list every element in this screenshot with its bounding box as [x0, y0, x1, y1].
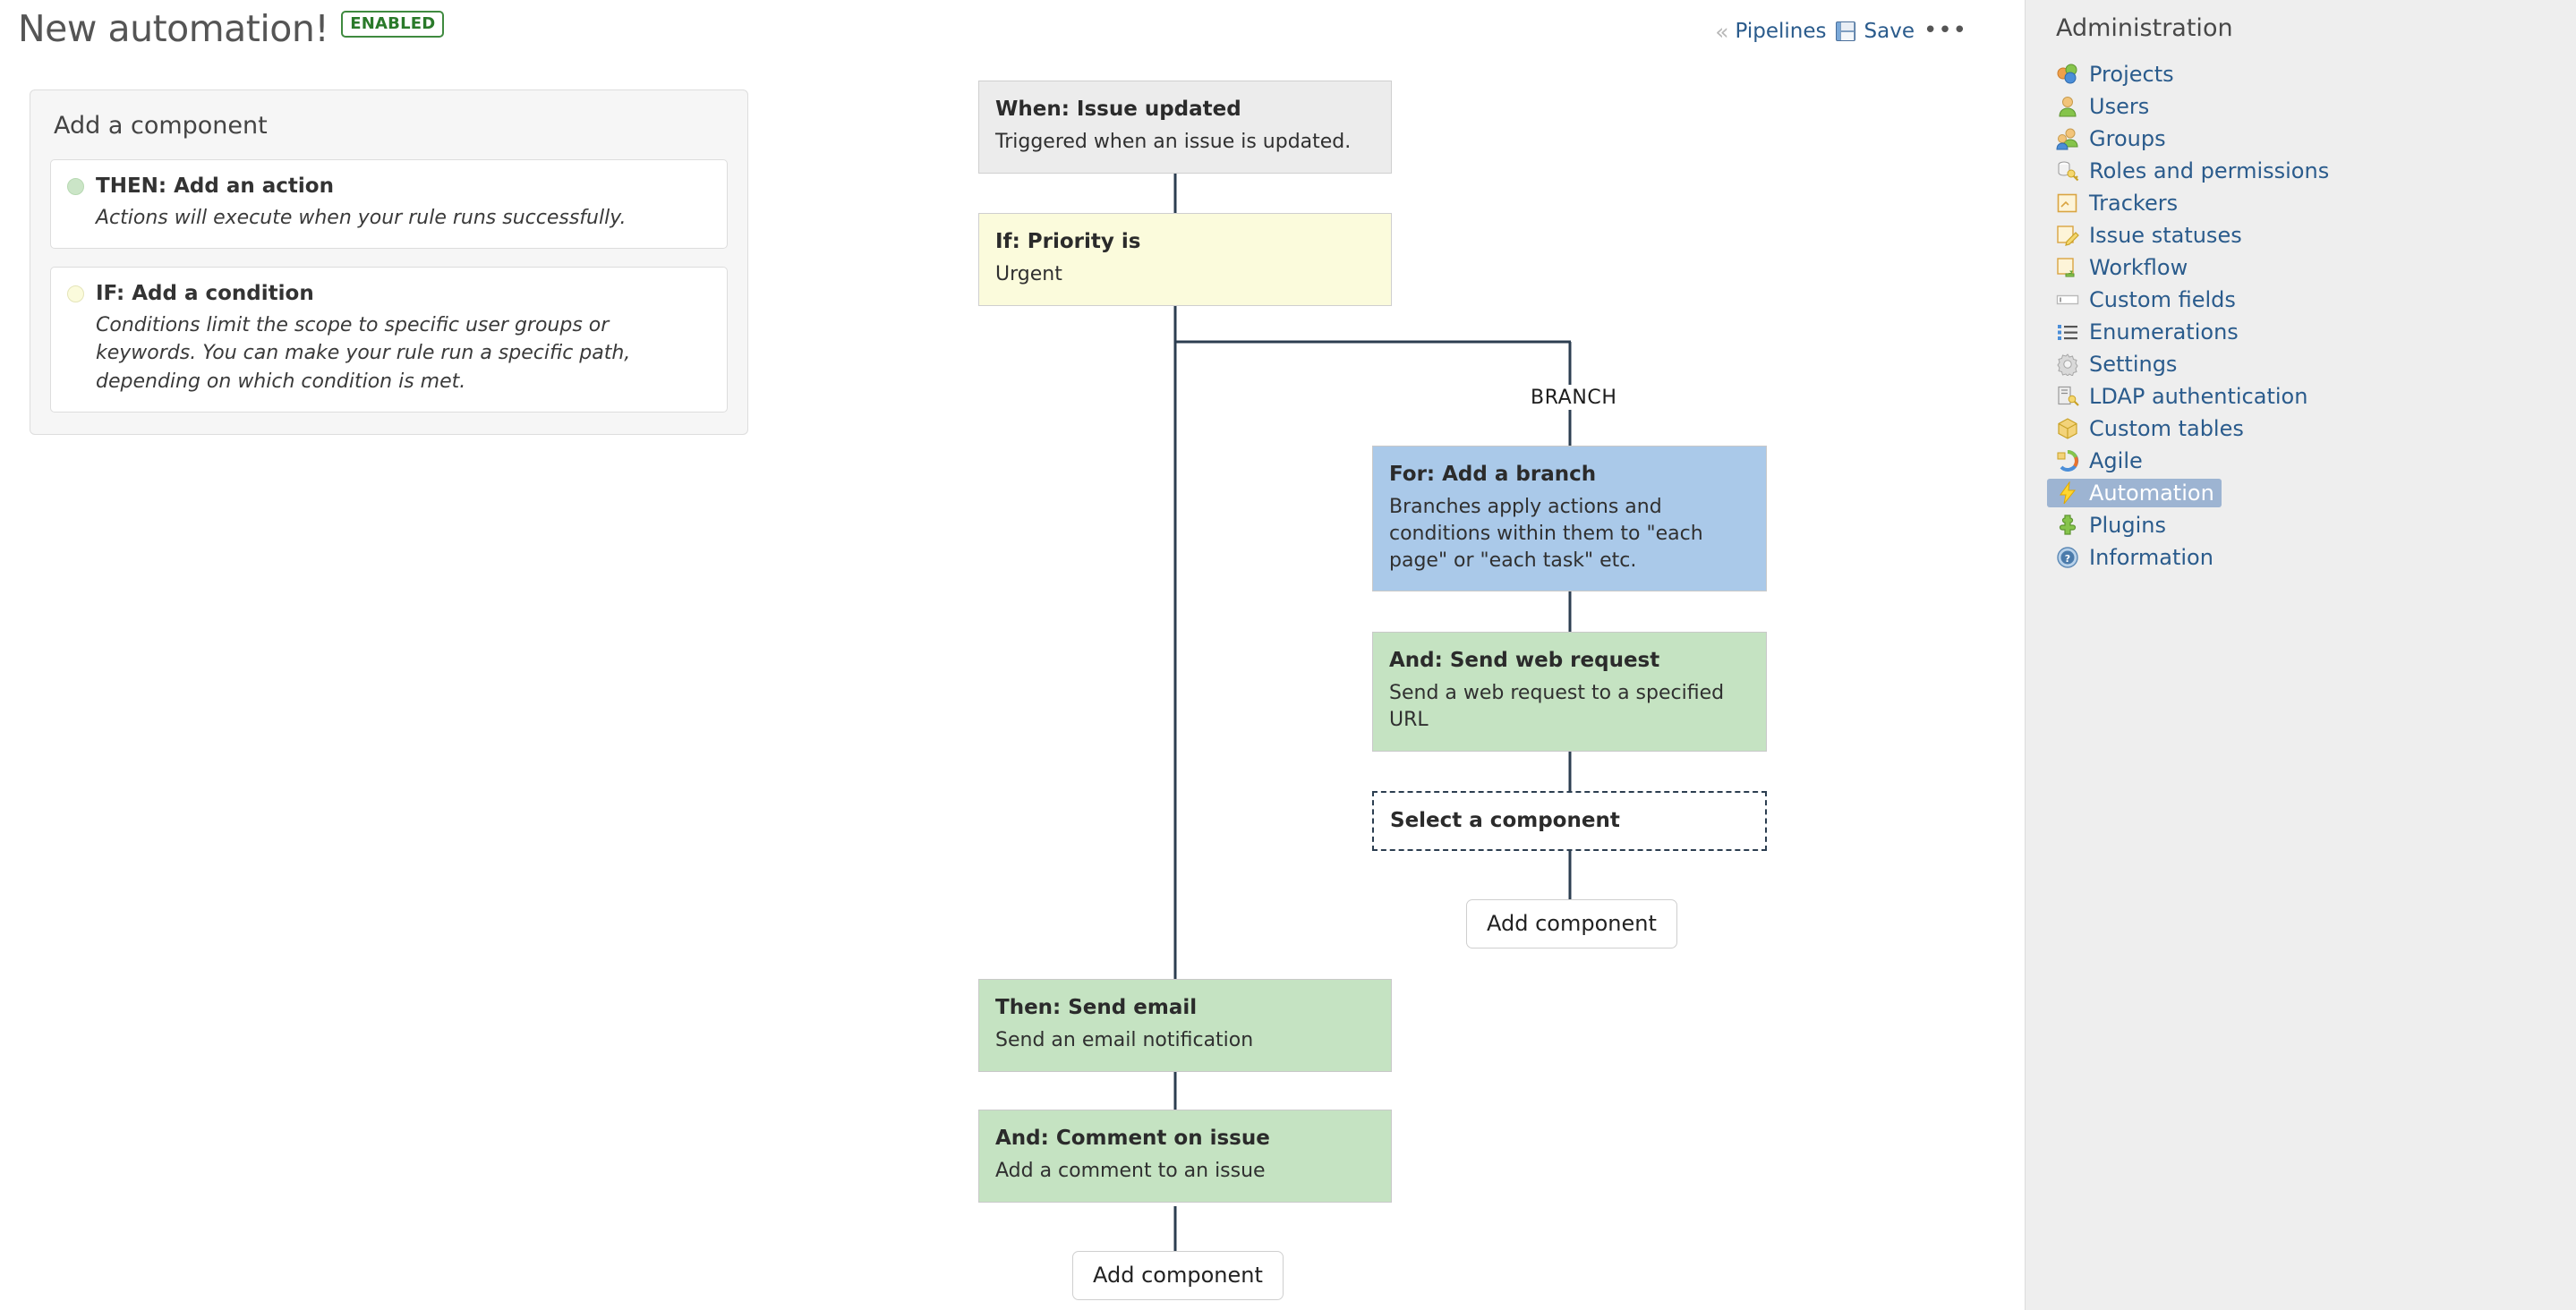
- sidebar-item-ldap-authentication[interactable]: LDAP authentication: [2047, 382, 2315, 411]
- info-icon: ?: [2056, 546, 2079, 569]
- sidebar-item-issue-statuses[interactable]: Issue statuses: [2047, 221, 2249, 250]
- projects-icon: [2056, 63, 2079, 86]
- sidebar-item-label: Users: [2089, 94, 2150, 119]
- sidebar-item-information[interactable]: ? Information: [2047, 543, 2221, 572]
- double-chevron-left-icon[interactable]: «: [1715, 18, 1728, 45]
- flow-node-condition[interactable]: If: Priority is Urgent: [978, 213, 1392, 306]
- sidebar-item-users[interactable]: Users: [2047, 92, 2156, 121]
- option-description: Conditions limit the scope to specific u…: [96, 314, 631, 393]
- key-icon: [2056, 159, 2079, 183]
- sidebar-item-custom-tables[interactable]: Custom tables: [2047, 414, 2251, 443]
- server-key-icon: [2056, 385, 2079, 408]
- flow-node-select-component-placeholder[interactable]: Select a component: [1372, 791, 1767, 851]
- flow-node-title: Then: Send email: [995, 996, 1198, 1019]
- flow-node-description: Branches apply actions and conditions wi…: [1389, 495, 1703, 572]
- sidebar-item-label: Roles and permissions: [2089, 158, 2330, 183]
- page-title: New automation! ENABLED: [18, 7, 445, 50]
- option-card-header: IF: Add a condition: [67, 282, 711, 305]
- option-card-add-condition[interactable]: IF: Add a condition Conditions limit the…: [50, 267, 728, 413]
- option-card-header: THEN: Add an action: [67, 174, 711, 198]
- groups-icon: [2056, 127, 2079, 150]
- flow-node-title: If: Priority is: [995, 230, 1141, 253]
- sidebar-item-enumerations[interactable]: Enumerations: [2047, 318, 2246, 346]
- top-toolbar: « Pipelines Save •••: [1715, 20, 1967, 43]
- status-badge: ENABLED: [341, 11, 445, 38]
- flow-connectors: [1173, 159, 1572, 1251]
- workflow-icon: [2056, 256, 2079, 279]
- add-component-button-main[interactable]: Add component: [1072, 1251, 1284, 1300]
- green-dot-icon: [67, 177, 84, 195]
- sidebar-item-workflow[interactable]: Workflow: [2047, 253, 2195, 282]
- flow-node-title: When: Issue updated: [995, 98, 1241, 121]
- add-component-panel: Add a component THEN: Add an action Acti…: [30, 89, 748, 435]
- sidebar-item-automation[interactable]: Automation: [2047, 479, 2222, 507]
- sidebar-item-label: Workflow: [2089, 255, 2188, 280]
- flow-node-description: Urgent: [995, 262, 1062, 285]
- sidebar-item-roles-and-permissions[interactable]: Roles and permissions: [2047, 157, 2336, 185]
- sidebar-item-label: Custom tables: [2089, 416, 2244, 441]
- flow-node-trigger[interactable]: When: Issue updated Triggered when an is…: [978, 81, 1392, 174]
- sidebar-item-groups[interactable]: Groups: [2047, 124, 2173, 153]
- flow-node-description: Triggered when an issue is updated.: [995, 130, 1352, 153]
- svg-text:?: ?: [2065, 553, 2070, 565]
- admin-sidebar: Administration Projects Users: [2025, 0, 2576, 1310]
- flow-node-title: Select a component: [1390, 809, 1620, 832]
- sidebar-item-label: Automation: [2089, 481, 2214, 506]
- flow-node-branch[interactable]: For: Add a branch Branches apply actions…: [1372, 446, 1767, 592]
- sidebar-item-projects[interactable]: Projects: [2047, 60, 2181, 89]
- tracker-icon: [2056, 191, 2079, 215]
- sidebar-item-custom-fields[interactable]: Custom fields: [2047, 285, 2243, 314]
- sidebar-item-label: Information: [2089, 545, 2213, 570]
- flow-node-send-web-request[interactable]: And: Send web request Send a web request…: [1372, 632, 1767, 752]
- gear-icon: [2056, 353, 2079, 376]
- flow-node-send-email[interactable]: Then: Send email Send an email notificat…: [978, 979, 1392, 1072]
- edit-note-icon: [2056, 224, 2079, 247]
- option-card-add-action[interactable]: THEN: Add an action Actions will execute…: [50, 159, 728, 250]
- sidebar-item-label: Enumerations: [2089, 319, 2239, 345]
- user-icon: [2056, 95, 2079, 118]
- flow-node-title: And: Comment on issue: [995, 1127, 1270, 1150]
- sidebar-item-label: Projects: [2089, 62, 2174, 87]
- list-icon: [2056, 320, 2079, 344]
- flow-node-title: And: Send web request: [1389, 649, 1660, 672]
- flow-node-title: For: Add a branch: [1389, 463, 1597, 486]
- floppy-disk-save-icon[interactable]: [1835, 21, 1855, 41]
- option-description: Actions will execute when your rule runs…: [96, 207, 627, 229]
- sidebar-item-settings[interactable]: Settings: [2047, 350, 2184, 379]
- sidebar-item-label: Settings: [2089, 352, 2178, 377]
- save-button[interactable]: Save: [1864, 20, 1915, 43]
- puzzle-icon: [2056, 514, 2079, 537]
- sidebar-item-label: Issue statuses: [2089, 223, 2242, 248]
- branch-label: BRANCH: [1522, 387, 1626, 409]
- sidebar-item-label: Custom fields: [2089, 287, 2236, 312]
- sidebar-item-label: LDAP authentication: [2089, 384, 2308, 409]
- flow-node-description: Send a web request to a specified URL: [1389, 681, 1725, 731]
- sidebar-item-label: Groups: [2089, 126, 2166, 151]
- flow-node-description: Add a comment to an issue: [995, 1159, 1266, 1182]
- sidebar-item-plugins[interactable]: Plugins: [2047, 511, 2173, 540]
- sidebar-item-label: Agile: [2089, 448, 2143, 473]
- option-title: THEN: Add an action: [96, 174, 334, 198]
- yellow-dot-icon: [67, 285, 84, 302]
- pipelines-link[interactable]: Pipelines: [1735, 20, 1827, 43]
- agile-icon: [2056, 449, 2079, 472]
- sidebar-item-label: Trackers: [2089, 191, 2179, 216]
- sidebar-item-trackers[interactable]: Trackers: [2047, 189, 2185, 217]
- sidebar-title: Administration: [2056, 14, 2233, 42]
- add-component-panel-title: Add a component: [54, 112, 268, 140]
- sidebar-item-agile[interactable]: Agile: [2047, 447, 2150, 475]
- lightning-icon: [2056, 481, 2079, 505]
- package-icon: [2056, 417, 2079, 440]
- sidebar-item-label: Plugins: [2089, 513, 2166, 538]
- flow-node-comment-on-issue[interactable]: And: Comment on issue Add a comment to a…: [978, 1110, 1392, 1203]
- option-title: IF: Add a condition: [96, 282, 314, 306]
- flow-node-description: Send an email notification: [995, 1028, 1254, 1051]
- add-component-button-branch[interactable]: Add component: [1466, 899, 1677, 948]
- page-title-text: New automation!: [18, 7, 329, 50]
- automation-flow-canvas: When: Issue updated Triggered when an is…: [978, 81, 1767, 1300]
- textfield-icon: [2056, 288, 2079, 311]
